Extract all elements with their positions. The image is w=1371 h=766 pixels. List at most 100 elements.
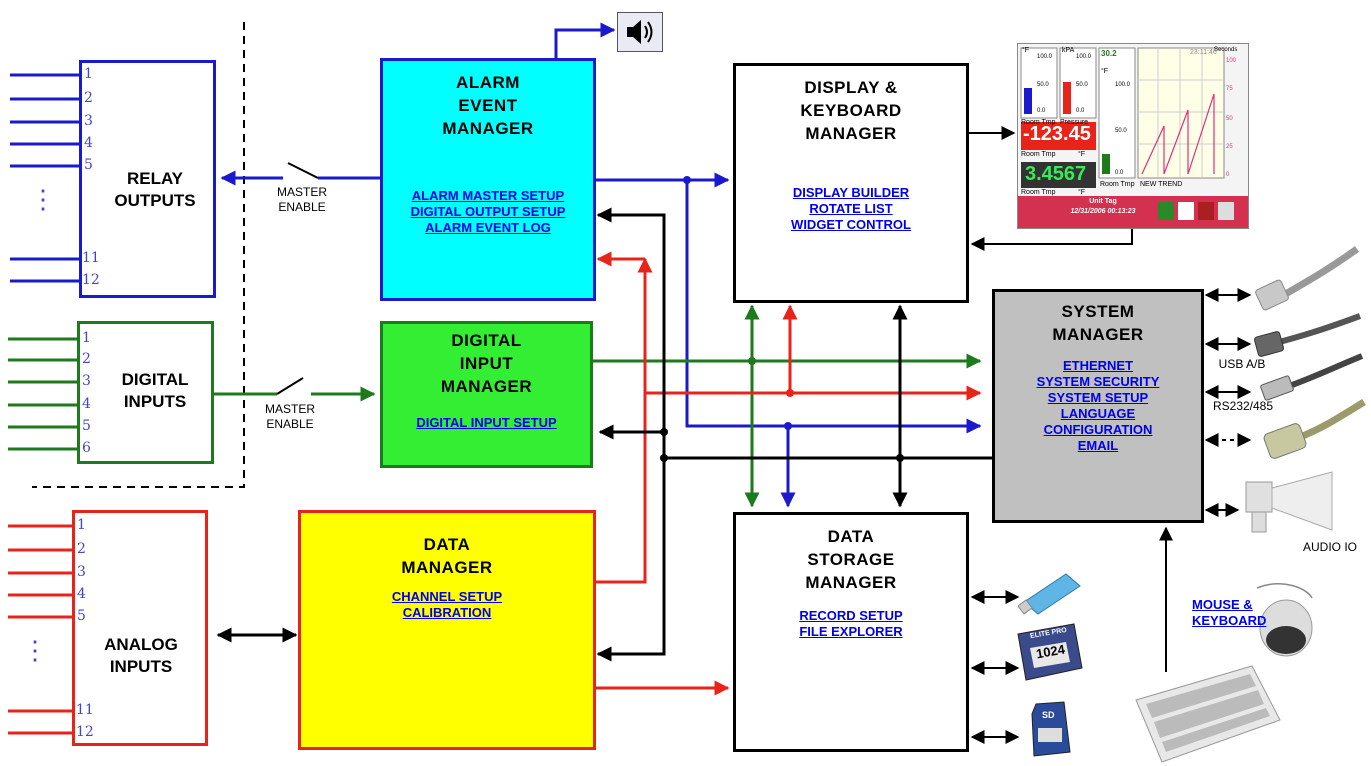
digital-number: 2 [82, 351, 91, 367]
screen-trend-time: 23:11:46 [1190, 49, 1217, 56]
screen-footer-tag: Unit Tag [1089, 198, 1117, 205]
analog-number: 1 [77, 517, 86, 533]
email-link[interactable]: EMAIL [1077, 438, 1119, 453]
serial-db9-icon [1258, 398, 1368, 473]
analog-ellipsis: ⋮ [22, 636, 48, 666]
display-builder-link[interactable]: DISPLAY BUILDER [792, 185, 910, 200]
keyboard-icon [1132, 660, 1282, 766]
screen-to-display [970, 228, 1133, 251]
file-explorer-link[interactable]: FILE EXPLORER [799, 624, 903, 639]
system-setup-link[interactable]: SYSTEM SETUP [1047, 390, 1149, 405]
analog-number: 5 [77, 608, 86, 624]
ethernet-cable-icon [1252, 244, 1362, 319]
screen-scale-b-mid: 50.0 [1076, 82, 1088, 88]
digital-number: 3 [82, 373, 91, 389]
digital-number: 1 [82, 330, 91, 346]
screen-label-c: Room Tmp [1100, 181, 1135, 188]
screen-scale-c-mid: 50.0 [1115, 128, 1127, 134]
screen-units-b: kPA [1062, 47, 1075, 54]
relay-number: 3 [84, 113, 93, 129]
audio-label: AUDIO IO [1302, 540, 1357, 554]
alarm-event-log-link[interactable]: ALARM EVENT LOG [425, 220, 551, 235]
ethernet-link[interactable]: ETHERNET [1062, 358, 1134, 373]
screen-big-green-label: Room Tmp [1021, 189, 1056, 196]
screen-trend-tick: 50 [1226, 116, 1233, 122]
mouse-keyboard-link[interactable]: MOUSE & KEYBOARD [1192, 597, 1267, 628]
screen-label-b: Pressure [1060, 119, 1089, 126]
screen-value-c: 30.2 [1101, 49, 1117, 58]
relay-ellipsis: ⋮ [30, 185, 56, 215]
system-security-link[interactable]: SYSTEM SECURITY [1036, 374, 1160, 389]
screen-units-a: °F [1022, 47, 1030, 54]
red-bus [596, 251, 982, 696]
relay-outputs-box [79, 60, 216, 298]
relay-number: 1 [84, 66, 93, 82]
usb-label: USB A/B [1218, 357, 1266, 371]
relay-number: 5 [84, 157, 93, 173]
storage-device-arrows [970, 590, 1020, 744]
screen-big-red-value: -123.45 [1023, 123, 1091, 145]
analog-number: 12 [76, 724, 94, 740]
blue-bus [593, 172, 982, 508]
screen-scale-c-bot: 0.0 [1115, 170, 1124, 176]
alarm-master-setup-link[interactable]: ALARM MASTER SETUP [411, 188, 565, 203]
relay-number: 2 [84, 90, 93, 106]
channel-setup-link[interactable]: CHANNEL SETUP [391, 589, 503, 604]
screen-trend-tick: 25 [1226, 144, 1233, 150]
usb-stick-icon [1017, 568, 1088, 623]
screen-big-red-units: °F [1078, 151, 1086, 158]
analog-number: 4 [77, 586, 86, 602]
screen-scale-a-mid: 50.0 [1037, 82, 1049, 88]
screen-trend-seconds: Seconds [1214, 47, 1238, 53]
digital-input-lines [8, 337, 79, 451]
digital-input-manager: DIGITAL INPUT MANAGER DIGITAL INPUT SETU… [380, 321, 593, 468]
usb-b-cable-icon [1252, 312, 1362, 367]
alarm-event-manager: ALARM EVENT MANAGER ALARM MASTER SETUP D… [380, 58, 596, 301]
display-screen: °F 100.0 50.0 0.0 Room Tmp kPA 100.0 50.… [1017, 43, 1249, 229]
screen-footer-date: 12/31/2006 00:13:23 [1070, 208, 1136, 215]
digital-output-setup-link[interactable]: DIGITAL OUTPUT SETUP [410, 204, 566, 219]
screen-big-green-value: 3.4567 [1025, 163, 1087, 185]
system-manager: SYSTEM MANAGER ETHERNET SYSTEM SECURITY … [992, 289, 1204, 523]
sd-label: SD [1042, 710, 1055, 720]
analog-number: 11 [76, 702, 94, 718]
screen-scale-b-bot: 0.0 [1076, 108, 1085, 114]
analog-number: 2 [77, 541, 86, 557]
language-link[interactable]: LANGUAGE [1060, 406, 1136, 421]
compact-flash-icon: ELITE PRO 1024 [1014, 622, 1084, 682]
screen-scale-b-top: 100.0 [1076, 54, 1092, 60]
calibration-link[interactable]: CALIBRATION [402, 605, 492, 620]
digital-number: 4 [82, 396, 91, 412]
alarm-speaker-link [554, 22, 616, 58]
data-storage-manager: DATA STORAGE MANAGER RECORD SETUP FILE E… [733, 512, 969, 752]
configuration-link[interactable]: CONFIGURATION [1043, 422, 1153, 437]
screen-trend-tick: 100 [1226, 58, 1237, 64]
analog-inputs-box [72, 510, 208, 746]
screen-label-a: Room Tmp [1021, 119, 1056, 126]
widget-control-link[interactable]: WIDGET CONTROL [791, 217, 911, 232]
speaker-icon [617, 12, 663, 52]
relay-enable-path [220, 162, 380, 186]
digital-input-setup-link[interactable]: DIGITAL INPUT SETUP [416, 415, 557, 430]
green-bus [593, 304, 982, 508]
screen-scale-a-bot: 0.0 [1037, 108, 1046, 114]
screen-scale-c-top: 100.0 [1115, 82, 1131, 88]
digital-inputs-box [77, 321, 214, 464]
digital-number: 6 [82, 440, 91, 456]
usb-a-cable-icon [1258, 352, 1368, 407]
screen-scale-a-top: 100.0 [1037, 54, 1053, 60]
digital-enable-path [214, 377, 376, 402]
relay-output-lines [10, 73, 80, 283]
mouse-icon [1252, 578, 1322, 663]
analog-input-lines [8, 524, 74, 735]
serial-label: RS232/485 [1212, 399, 1274, 413]
record-setup-link[interactable]: RECORD SETUP [799, 608, 903, 623]
horn-speaker-icon [1240, 470, 1340, 545]
relay-number: 11 [82, 250, 100, 266]
rotate-list-link[interactable]: ROTATE LIST [809, 201, 893, 216]
